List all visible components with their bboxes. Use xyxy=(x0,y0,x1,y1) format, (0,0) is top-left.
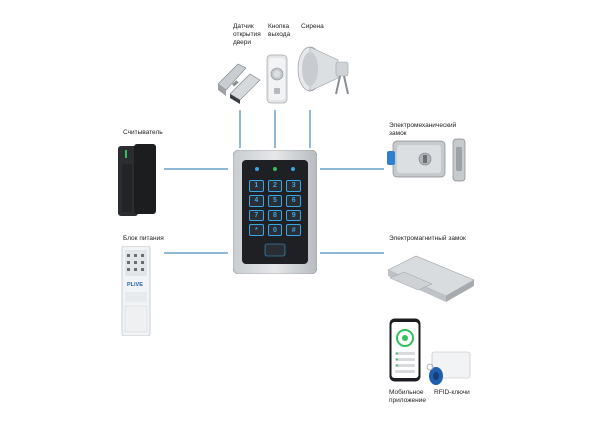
power-supply-label: Блок питания xyxy=(123,235,164,242)
connector-exit-button xyxy=(274,110,276,148)
electromech-lock-icon xyxy=(385,137,469,183)
rfid-keys-label: RFID-ключи xyxy=(434,389,470,396)
connector-electromech-lock xyxy=(320,168,384,170)
door-sensor-label: Датчик открытия двери xyxy=(233,23,261,46)
electromech-lock-label: Электромеханический замок xyxy=(389,122,457,137)
keypad-key[interactable]: 8 xyxy=(267,209,283,222)
keypad-key[interactable]: 7 xyxy=(249,209,264,222)
siren-icon xyxy=(294,42,354,100)
keypad-key[interactable]: 3 xyxy=(286,180,301,192)
reader-label: Считыватель xyxy=(123,129,163,136)
connector-electromag-lock xyxy=(320,252,384,254)
keypad-key[interactable]: 6 xyxy=(286,194,301,207)
keypad-key[interactable]: 9 xyxy=(286,209,301,222)
reader-icon xyxy=(116,142,158,218)
electromag-lock-label: Электромагнитный замок xyxy=(389,235,466,242)
exit-button-icon xyxy=(266,54,288,104)
power-supply-icon: PLiVE xyxy=(121,246,151,336)
electromag-lock-icon xyxy=(386,248,478,306)
keypad-key[interactable]: * xyxy=(249,224,264,236)
connector-door-sensor xyxy=(239,110,241,148)
mobile-app-label: Мобильное приложение xyxy=(389,389,426,404)
rfid-keys-icon xyxy=(422,350,472,386)
keypad-key[interactable]: 5 xyxy=(267,194,283,207)
keypad-key[interactable]: 4 xyxy=(249,194,264,207)
keypad-key[interactable]: 1 xyxy=(249,180,264,192)
exit-button-label: Кнопка выхода xyxy=(268,23,291,38)
keypad-key[interactable]: # xyxy=(286,224,301,236)
door-sensor-icon xyxy=(216,54,262,104)
keypad-key[interactable]: 2 xyxy=(267,180,283,192)
power-brand-text: PLiVE xyxy=(127,282,143,288)
siren-label: Сирена xyxy=(301,23,324,30)
connector-power-supply xyxy=(164,252,228,254)
mobile-phone-icon xyxy=(389,318,421,382)
keypad-key[interactable]: 0 xyxy=(267,224,283,236)
connector-reader xyxy=(164,168,228,170)
connector-siren xyxy=(309,110,311,148)
